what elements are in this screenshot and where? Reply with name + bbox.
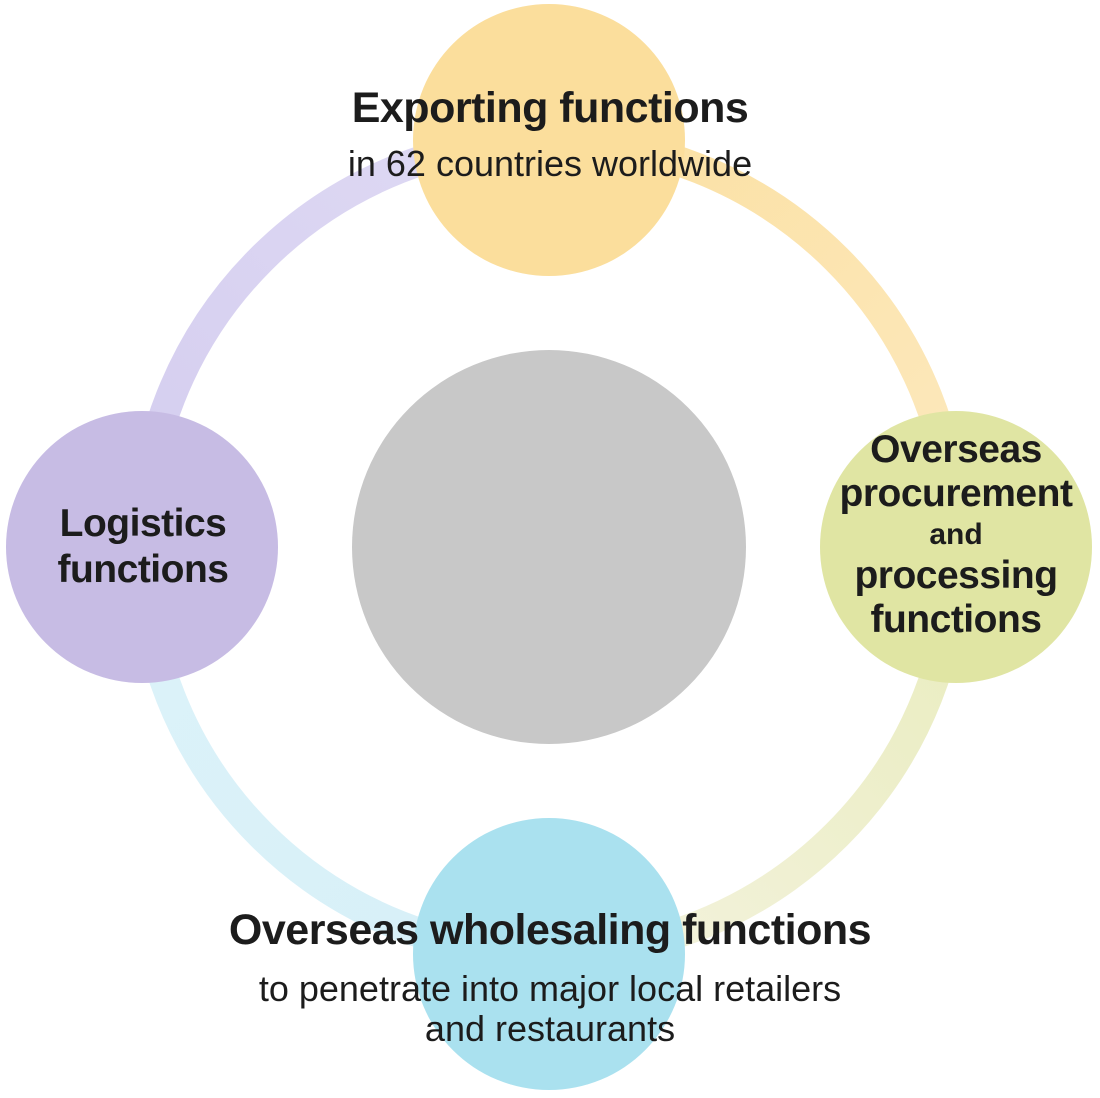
top-node-label: Exporting functions in 62 countries worl…	[0, 82, 1100, 184]
top-node-title: Exporting functions	[351, 84, 749, 132]
right-node-label: Overseas procurement and processing func…	[796, 428, 1100, 642]
right-node-line: Overseas	[870, 428, 1042, 471]
left-node-line: Logistics	[59, 502, 227, 545]
bottom-node-subtitle-line1: to penetrate into major local retailers	[258, 968, 842, 1009]
left-node-label: Logistics functions	[0, 501, 293, 593]
right-node-line: functions	[870, 598, 1042, 641]
bottom-node-label: Overseas wholesaling functions to penetr…	[0, 903, 1100, 1049]
left-node-line: functions	[57, 548, 229, 591]
node-circle-left	[6, 411, 278, 683]
right-node-line: processing	[854, 554, 1058, 597]
center-circle	[352, 350, 746, 744]
bottom-node-title: Overseas wholesaling functions	[228, 906, 872, 954]
node-circle-right	[820, 411, 1092, 683]
node-circle-top	[413, 4, 685, 276]
right-node-line: procurement	[839, 472, 1073, 515]
bottom-node-subtitle: to penetrate into major local retailers …	[0, 969, 1100, 1049]
top-node-subtitle: in 62 countries worldwide	[347, 143, 753, 184]
node-circle-bottom	[413, 818, 685, 1090]
right-node-line: and	[929, 518, 983, 551]
bottom-node-subtitle-line2: and restaurants	[424, 1008, 676, 1049]
